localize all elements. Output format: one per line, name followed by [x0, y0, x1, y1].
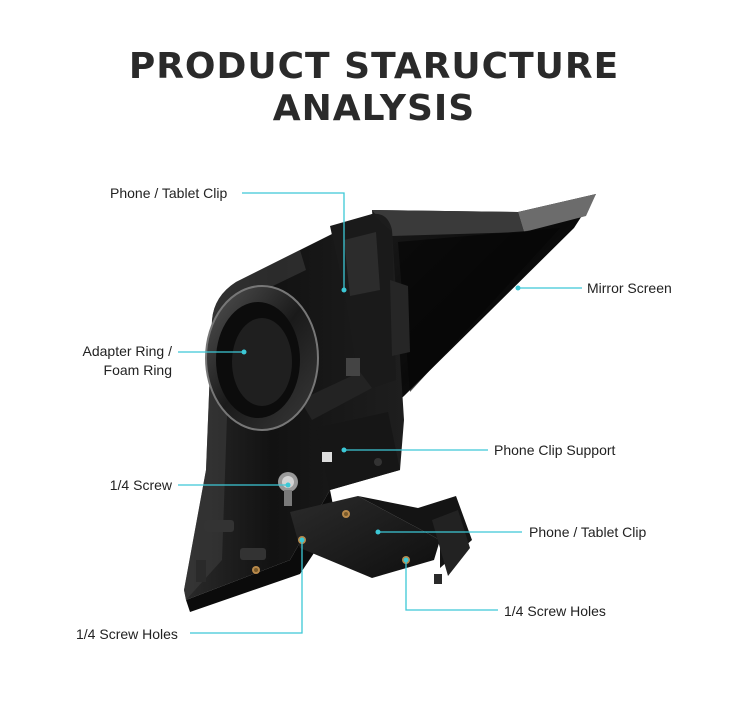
adapter-ring-part: [205, 285, 319, 431]
label-phone-clip-support: Phone Clip Support: [494, 442, 616, 458]
label-adapter-ring-line-2: Foam Ring: [103, 362, 172, 378]
label-screw: 1/4 Screw: [109, 477, 172, 493]
page-title-line-1: PRODUCT STARUCTURE: [128, 46, 620, 87]
bottom-plate-part: [186, 490, 336, 612]
label-phone-tablet-clip-top: Phone / Tablet Clip: [110, 185, 228, 201]
page-title-line-2: ANALYSIS: [272, 88, 476, 129]
label-mirror-screen: Mirror Screen: [587, 280, 672, 296]
label-screw-holes-right: 1/4 Screw Holes: [504, 603, 606, 619]
leader-lines: [178, 192, 582, 634]
phone-clip-support-part: [316, 412, 400, 490]
leader-dots: [241, 285, 521, 563]
mirror-screen-part: [372, 194, 596, 412]
phone-tablet-clip-bottom-part: [290, 496, 472, 584]
label-screw-holes-left: 1/4 Screw Holes: [76, 626, 178, 642]
label-phone-tablet-clip-bottom: Phone / Tablet Clip: [529, 524, 647, 540]
phone-tablet-clip-top-part: [300, 214, 410, 420]
leader-phone-clip-top: [242, 192, 345, 290]
leader-screw-holes-left: [190, 540, 303, 634]
leader-screw-holes-right: [405, 560, 498, 611]
label-adapter-ring-line-1: Adapter Ring /: [82, 343, 173, 359]
